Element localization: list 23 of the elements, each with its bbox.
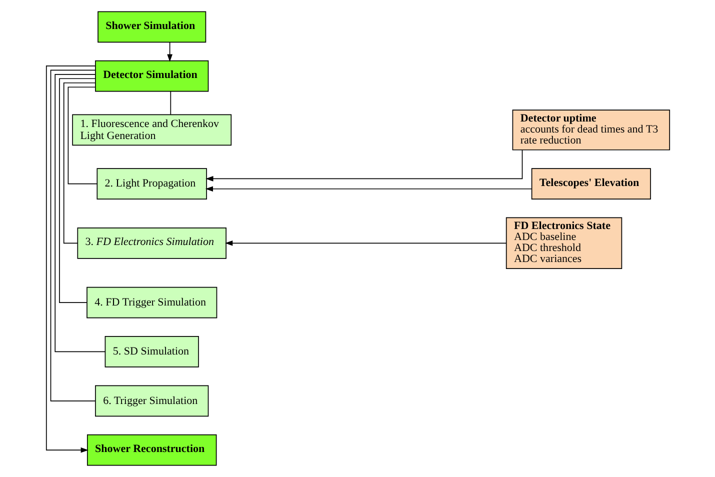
node-box: Shower Reconstruction xyxy=(86,434,216,466)
connector xyxy=(58,78,96,303)
node-box: Detector uptime accounts for dead times and T3 rate reduction xyxy=(512,110,670,150)
node-box: 3. FD Electronics Simulation xyxy=(76,227,226,259)
arrow xyxy=(205,150,522,182)
node-box: FD Electronics State ADC baseline ADC threshold ADC variances xyxy=(505,217,622,270)
node-box: Detector Simulation xyxy=(94,60,208,92)
connector xyxy=(62,82,96,244)
arrow xyxy=(224,240,506,246)
arrow xyxy=(45,66,96,453)
node-box: 2. Light Propagation xyxy=(96,168,206,200)
connector xyxy=(67,86,97,184)
node-box: 4. FD Trigger Simulation xyxy=(86,286,217,318)
node-box: 6. Trigger Simulation xyxy=(94,385,208,417)
node-box: 5. SD Simulation xyxy=(104,336,198,368)
arrow xyxy=(166,42,172,62)
connector xyxy=(54,74,106,352)
node-box: Shower Simulation xyxy=(97,11,206,43)
node-box: 1. Fluorescence and Cherenkov Light Generation xyxy=(72,114,232,146)
node-box: Telescopes' Elevation xyxy=(530,168,650,200)
arrow xyxy=(204,186,532,192)
connector xyxy=(50,70,96,402)
connector xyxy=(170,90,171,115)
